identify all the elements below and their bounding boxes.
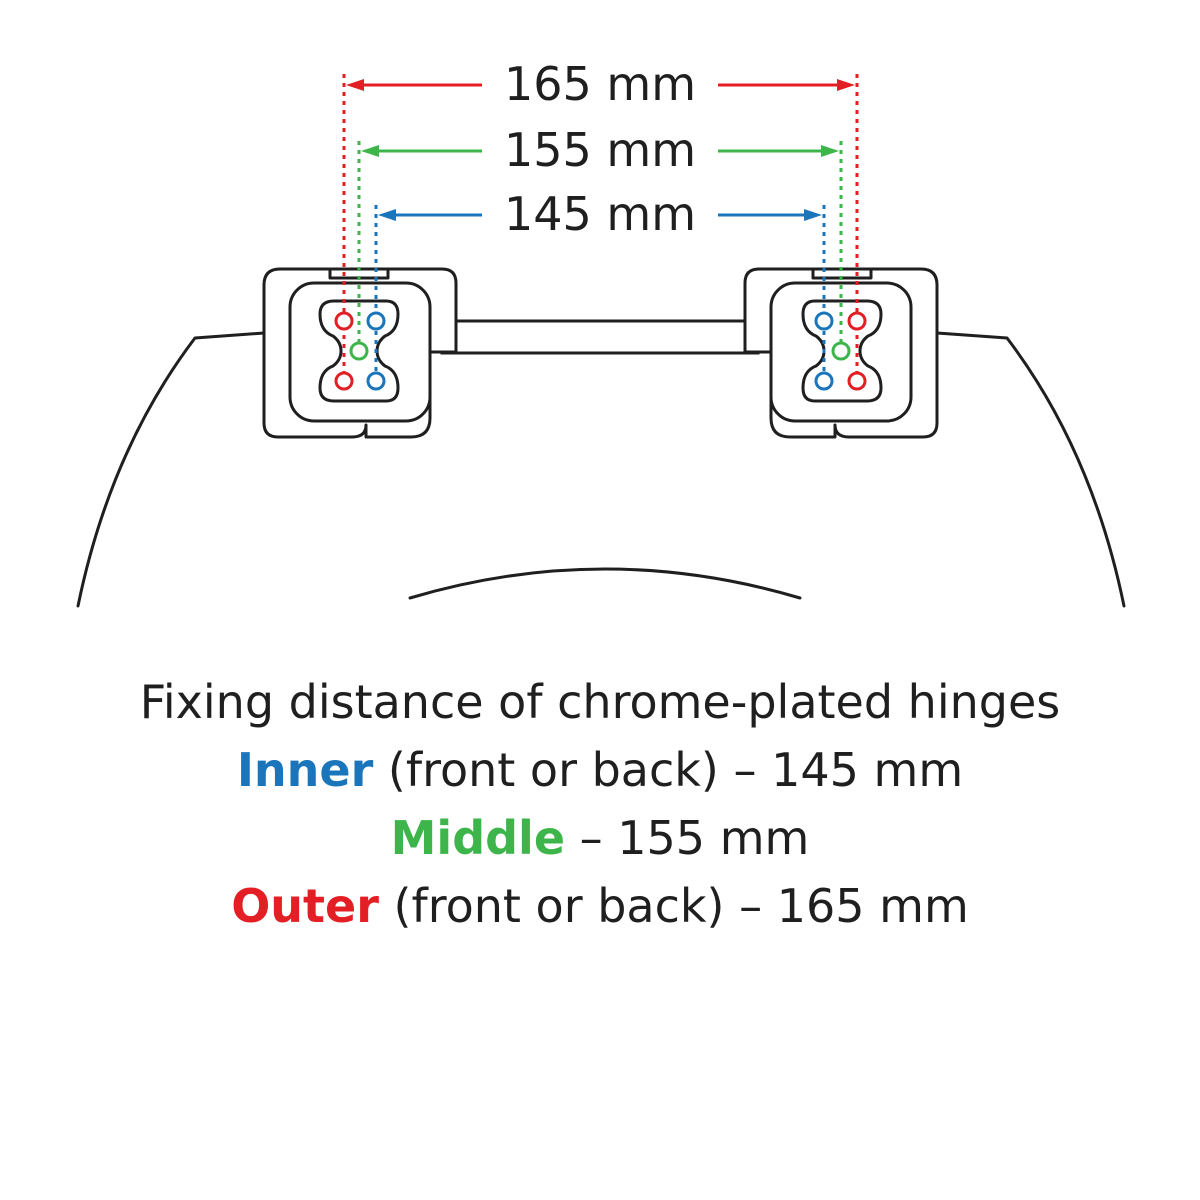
caption: Fixing distance of chrome-plated hinges … [0,668,1200,940]
arrowhead-outer-right [837,79,855,91]
guide-lines [342,74,859,386]
arrowhead-outer-left [346,79,364,91]
hole-inner-right-top [814,311,834,331]
hole-middle-left [349,341,369,361]
hinge-bar [440,319,760,355]
seat-outer-right [935,331,1126,608]
seat-outer-left [76,331,266,608]
caption-line-inner: Inner (front or back) – 145 mm [0,736,1200,804]
arrowhead-middle-left [361,145,379,157]
hole-outer-right-bottom [847,371,867,391]
seat-inner-arc [408,567,802,600]
fixing-holes [334,311,867,391]
hole-inner-right-bottom [814,371,834,391]
caption-rest-middle: – 155 mm [565,811,810,865]
caption-rest-outer: (front or back) – 165 mm [378,879,969,933]
dimension-middle: 155 mm [361,123,839,177]
hole-outer-left-bottom [334,371,354,391]
hole-outer-right-top [847,311,867,331]
caption-line-outer: Outer (front or back) – 165 mm [0,872,1200,940]
hole-inner-left-top [366,311,386,331]
dimension-outer: 165 mm [346,57,855,111]
hole-outer-left-top [334,311,354,331]
dimension-label-inner: 145 mm [504,187,696,241]
caption-title: Fixing distance of chrome-plated hinges [139,675,1061,729]
dimension-inner: 145 mm [378,187,822,241]
hole-inner-left-bottom [366,371,386,391]
caption-keyword-middle: Middle [390,811,566,865]
dimension-label-middle: 155 mm [504,123,696,177]
caption-line-middle: Middle – 155 mm [0,804,1200,872]
dimension-label-outer: 165 mm [504,57,696,111]
seat-outline [76,331,1126,608]
hole-middle-right [831,341,851,361]
caption-keyword-inner: Inner [236,743,374,797]
arrowhead-inner-right [804,209,822,221]
caption-keyword-outer: Outer [231,879,379,933]
caption-rest-inner: (front or back) – 145 mm [373,743,964,797]
arrowhead-middle-right [821,145,839,157]
arrowhead-inner-left [378,209,396,221]
